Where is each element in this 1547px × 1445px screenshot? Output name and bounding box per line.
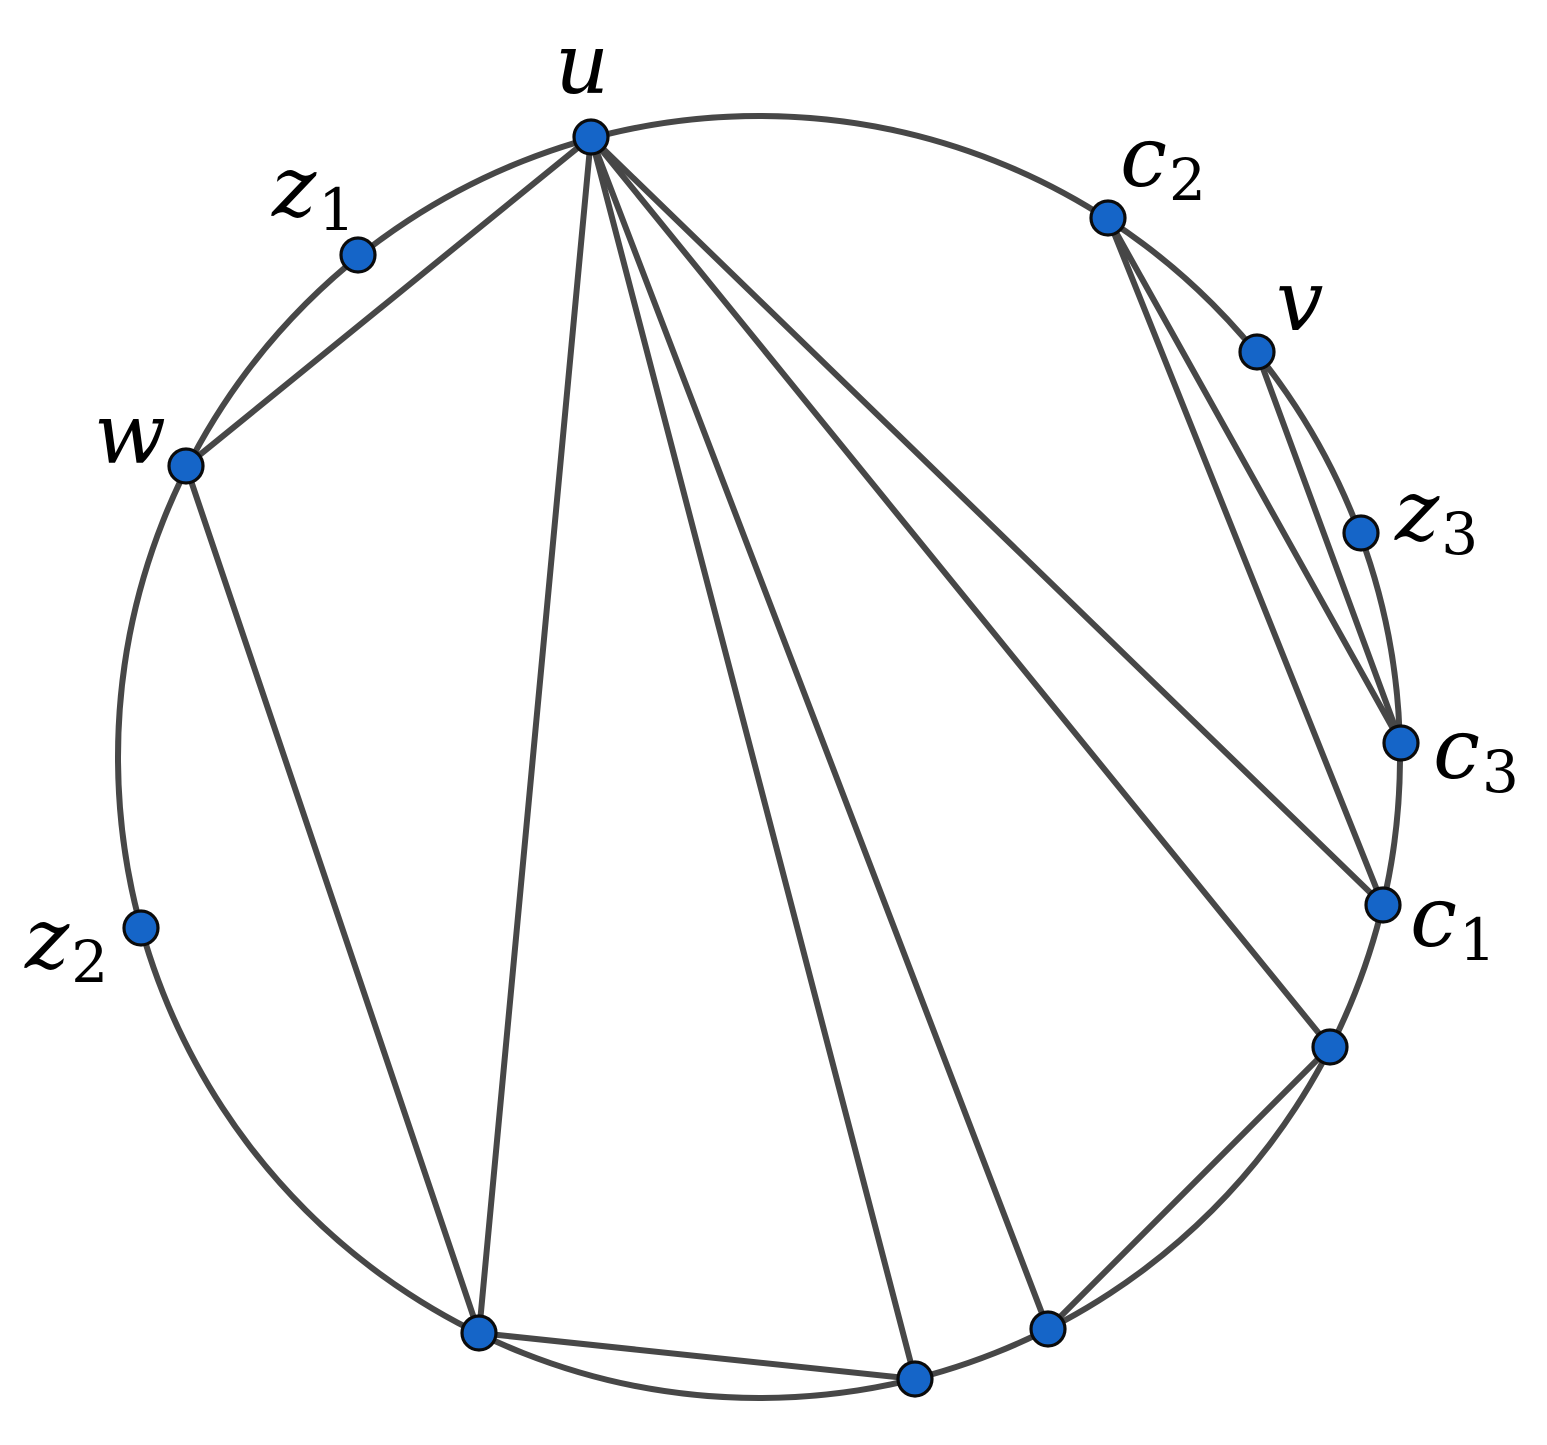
vertex-label-w: w [94, 385, 166, 483]
vertex-label-main: c [1120, 108, 1167, 206]
vertex-label-main: u [555, 15, 609, 113]
vertex-label-main: z [271, 138, 317, 236]
vertex-label-subscript: 1 [1459, 906, 1496, 974]
vertex-label-main: z [24, 890, 70, 988]
chord-u-c1 [588, 134, 1386, 908]
vertex-label-main: v [1276, 252, 1323, 350]
vertex-z3 [1342, 514, 1380, 552]
vertex-b4 [1311, 1028, 1349, 1066]
chord-group [183, 134, 1404, 1382]
chord-c2-c1 [1105, 215, 1386, 908]
chord-w-b1 [183, 463, 482, 1336]
vertex-label-v: v [1276, 252, 1323, 350]
vertex-label-c2: c2 [1120, 108, 1206, 214]
chord-u-b2 [588, 134, 918, 1382]
vertex-group [122, 118, 1420, 1398]
vertex-label-z2: z2 [24, 890, 108, 996]
vertex-label-z1: z1 [271, 138, 355, 244]
vertex-z2 [122, 909, 160, 947]
vertex-label-subscript: 2 [1169, 146, 1206, 214]
vertex-w [167, 447, 205, 485]
vertex-c3 [1382, 724, 1420, 762]
vertex-label-c1: c1 [1410, 868, 1496, 974]
vertex-label-subscript: 3 [1441, 500, 1478, 568]
vertex-z1 [339, 236, 377, 274]
vertex-c1 [1364, 886, 1402, 924]
chord-u-b4 [588, 134, 1333, 1050]
vertex-label-subscript: 1 [318, 176, 355, 244]
chord-v-c3 [1254, 349, 1404, 746]
chord-c2-c3 [1105, 215, 1404, 746]
vertex-c2 [1089, 199, 1127, 237]
chord-u-w [183, 134, 594, 469]
vertex-label-subscript: 2 [71, 928, 108, 996]
vertex-u [572, 118, 610, 156]
vertex-label-main: z [1394, 462, 1440, 560]
chord-u-b1 [476, 134, 594, 1336]
vertex-b1 [460, 1314, 498, 1352]
vertex-label-main: c [1410, 868, 1457, 966]
vertex-v [1238, 333, 1276, 371]
vertex-b3 [1029, 1310, 1067, 1348]
chord-u-b3 [588, 134, 1051, 1332]
chord-b1-b2 [476, 1330, 918, 1382]
vertex-label-main: w [94, 385, 166, 483]
vertex-label-u: u [555, 15, 609, 113]
chord-b3-b4 [1045, 1044, 1333, 1332]
vertex-label-c3: c3 [1433, 700, 1519, 806]
vertex-b2 [896, 1360, 934, 1398]
vertex-label-z3: z3 [1394, 462, 1478, 568]
vertex-label-subscript: 3 [1482, 738, 1519, 806]
outer-circle [115, 113, 1403, 1401]
vertex-label-main: c [1433, 700, 1480, 798]
